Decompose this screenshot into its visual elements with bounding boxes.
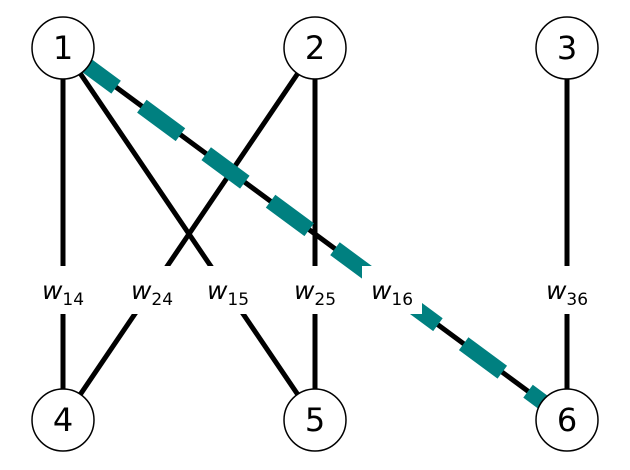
edge-weight-label: w24 xyxy=(131,276,173,310)
edge-weight-subscript: 25 xyxy=(314,290,336,310)
edge-weight-subscript: 16 xyxy=(391,290,413,310)
edge-label-background xyxy=(33,266,93,314)
edge-weight-symbol: w xyxy=(371,276,392,305)
edge-weight-label: w36 xyxy=(546,276,588,310)
node-label: 5 xyxy=(305,401,325,439)
edge-weight-symbol: w xyxy=(131,276,152,305)
edge-label-background xyxy=(537,266,597,314)
edge-1-6-highlight xyxy=(58,41,572,427)
node-4: 4 xyxy=(31,388,95,452)
edge-label-background xyxy=(362,266,422,314)
node-circle xyxy=(283,388,347,452)
node-circle xyxy=(535,388,599,452)
node-circle xyxy=(535,16,599,80)
edge-label-3-6: w36 xyxy=(537,266,597,314)
edge-weight-symbol: w xyxy=(42,276,63,305)
edge-weight-label: w14 xyxy=(42,276,84,310)
edge-weight-subscript: 14 xyxy=(62,290,84,310)
edge-weight-subscript: 15 xyxy=(227,290,249,310)
edge-weight-label: w16 xyxy=(371,276,413,310)
nodes: 1 2 3 4 5 6 xyxy=(31,16,599,452)
node-circle xyxy=(31,388,95,452)
edge-label-1-4: w14 xyxy=(33,266,93,314)
node-circle xyxy=(283,16,347,80)
edge-label-1-6: w16 xyxy=(362,266,422,314)
edge-weight-label: w25 xyxy=(294,276,336,310)
node-label: 6 xyxy=(557,401,577,439)
edge-label-background xyxy=(122,266,182,314)
node-2: 2 xyxy=(283,16,347,80)
edge-weight-symbol: w xyxy=(207,276,228,305)
edge-label-background xyxy=(198,266,258,314)
node-1: 1 xyxy=(31,16,95,80)
edge-1-5 xyxy=(60,46,318,422)
node-circle xyxy=(31,16,95,80)
node-5: 5 xyxy=(283,388,347,452)
node-label: 1 xyxy=(53,29,73,67)
edge-weight-subscript: 36 xyxy=(566,290,588,310)
edge-label-2-5: w25 xyxy=(285,266,345,314)
edge-weight-label: w15 xyxy=(207,276,249,310)
edge-label-background xyxy=(285,266,345,314)
edges xyxy=(58,41,572,427)
edge-weight-symbol: w xyxy=(546,276,567,305)
node-3: 3 xyxy=(535,16,599,80)
node-label: 4 xyxy=(53,401,73,439)
edge-weight-subscript: 24 xyxy=(151,290,173,310)
node-label: 3 xyxy=(557,29,577,67)
edge-label-2-4: w24 xyxy=(122,266,182,314)
node-6: 6 xyxy=(535,388,599,452)
edge-label-1-5: w15 xyxy=(198,266,258,314)
edge-weight-symbol: w xyxy=(294,276,315,305)
node-label: 2 xyxy=(305,29,325,67)
